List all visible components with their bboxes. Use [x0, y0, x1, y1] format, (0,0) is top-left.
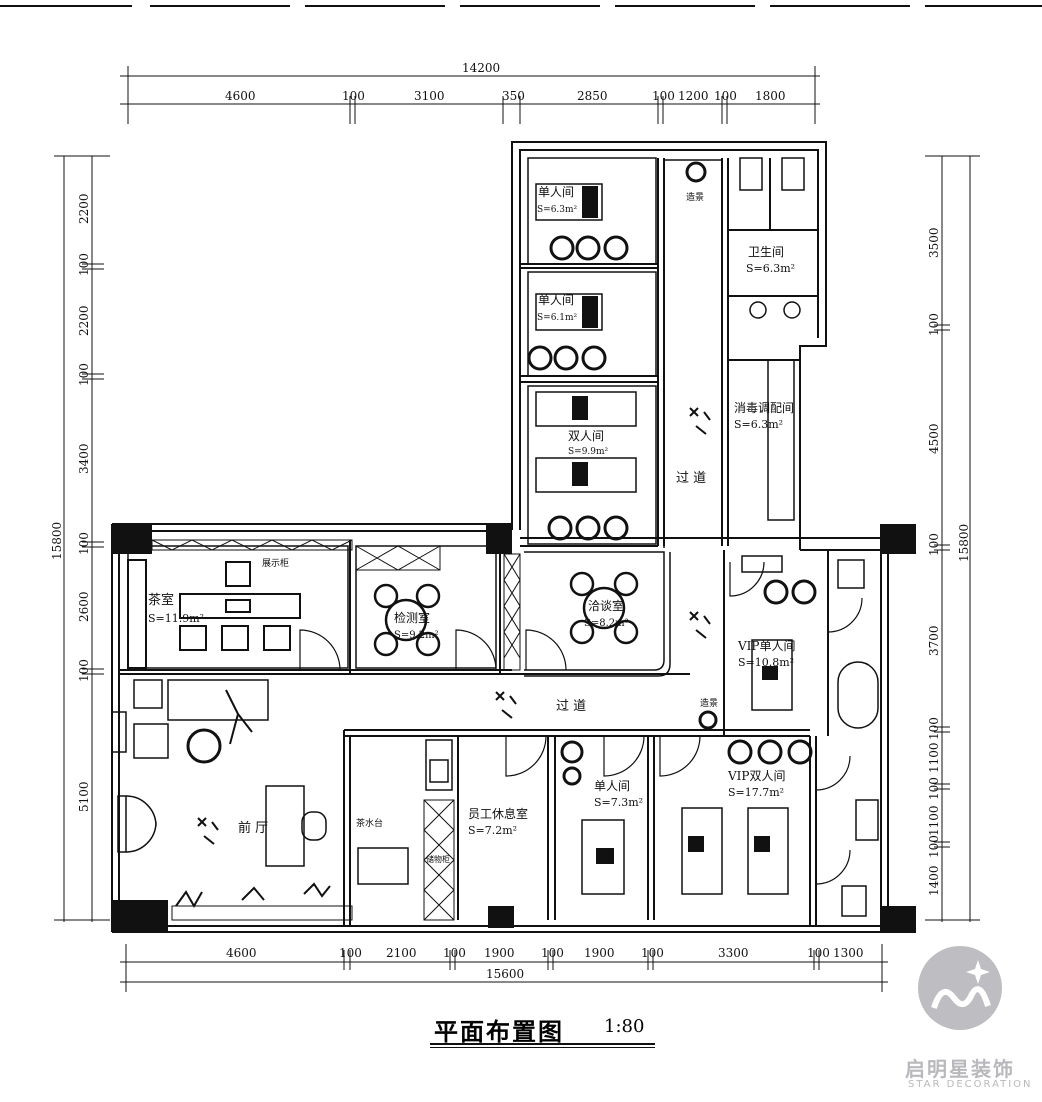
- dim-bottom-seg: 100: [641, 946, 664, 960]
- reception-furniture: [111, 679, 453, 885]
- room-double-name: 双人间: [568, 429, 604, 443]
- drawing-scale: 1:80: [604, 1016, 645, 1037]
- dim-right-seg: 3500: [927, 227, 941, 258]
- title-underline: [430, 1043, 655, 1045]
- room-testing-area: S=9.2m²: [394, 630, 439, 641]
- drawing-title: 平面布置图: [434, 1018, 564, 1046]
- dim-bottom-seg: 3300: [718, 946, 749, 960]
- dim-right-seg: 100: [927, 533, 941, 556]
- dim-top-seg: 1800: [755, 89, 786, 103]
- scenery-label-bottom: 造景: [700, 697, 718, 709]
- dim-right-total: 15800: [957, 524, 971, 562]
- room-disinfect-area: S=6.3m²: [734, 418, 783, 431]
- dimension-texts: 14200 4600 100 3100 350 2850 100 1200 10…: [50, 61, 971, 981]
- room-single2-area: S=6.1m²: [537, 313, 578, 323]
- room-double-area: S=9.9m²: [568, 447, 609, 457]
- dim-top-seg: 1200: [678, 89, 709, 103]
- plant-icons: [175, 407, 711, 909]
- sanitary-fixtures: [739, 157, 879, 917]
- columns: [112, 524, 916, 932]
- dim-bottom-seg: 1900: [584, 946, 615, 960]
- storage-cabinet-label: 储物柜: [426, 854, 450, 864]
- dim-bottom-seg: 100: [443, 946, 466, 960]
- room-vip-single-area: S=10.8m²: [738, 656, 794, 669]
- dim-bottom-seg: 100: [541, 946, 564, 960]
- corridor-horizontal: 过 道: [556, 699, 586, 714]
- dim-top-seg: 2850: [577, 89, 608, 103]
- dim-bottom-seg: 1300: [833, 946, 864, 960]
- dim-right-seg: 1400: [927, 865, 941, 896]
- dim-left-seg: 2200: [77, 193, 91, 224]
- dim-right-seg: 1100: [927, 742, 941, 773]
- dim-right-seg: 3700: [927, 625, 941, 656]
- dim-right-seg: 100: [927, 835, 941, 858]
- room-disinfect-name: 消毒调配间: [734, 401, 794, 415]
- dim-bottom-seg: 2100: [386, 946, 417, 960]
- dim-bottom-seg: 1900: [484, 946, 515, 960]
- dim-top-seg: 100: [652, 89, 675, 103]
- room-single3-name: 单人间: [594, 779, 630, 793]
- dim-left-seg: 100: [77, 659, 91, 682]
- dim-bottom-seg: 4600: [226, 946, 257, 960]
- dim-left-seg: 100: [77, 363, 91, 386]
- dim-right-seg: 100: [927, 777, 941, 800]
- star-logo-icon: [918, 946, 1002, 1030]
- display-cabinet-label: 展示柜: [262, 557, 289, 569]
- room-staff-area: S=7.2m²: [468, 824, 517, 837]
- chairs: [186, 161, 817, 786]
- dim-top-seg: 100: [714, 89, 737, 103]
- room-single2-name: 单人间: [538, 293, 574, 307]
- tearoom-furniture: [127, 559, 301, 669]
- dim-bottom-seg: 100: [807, 946, 830, 960]
- room-single3-area: S=7.3m²: [594, 796, 643, 809]
- dim-left-seg: 5100: [77, 781, 91, 812]
- display-cabinet: [151, 539, 521, 921]
- dim-right-seg: 100: [927, 717, 941, 740]
- room-negotiate-area: S=8.2m²: [584, 618, 629, 629]
- doors: [299, 561, 863, 885]
- room-toilet-area: S=6.3m²: [746, 262, 795, 275]
- dim-top-seg: 4600: [225, 89, 256, 103]
- room-tearoom-area: S=11.9m²: [148, 612, 204, 625]
- brand-name: 启明星装饰: [905, 1057, 1015, 1081]
- dim-bottom-total: 15600: [486, 967, 524, 981]
- room-outlines: [127, 157, 723, 677]
- room-staff-name: 员工休息室: [468, 806, 528, 821]
- dim-left-seg: 100: [77, 253, 91, 276]
- dim-right-seg: 4500: [927, 423, 941, 454]
- meeting-tables: [373, 571, 639, 657]
- dim-left-seg: 2200: [77, 305, 91, 336]
- room-tearoom-name: 茶室: [148, 592, 174, 608]
- dim-top-total: 14200: [462, 61, 500, 75]
- room-vip-single-name: VIP单人间: [737, 639, 795, 653]
- room-labels: 单人间 S=6.3m² 单人间 S=6.1m² 双人间 S=9.9m² 卫生间 …: [148, 185, 795, 864]
- room-single1-name: 单人间: [538, 185, 574, 199]
- tea-counter-label: 茶水台: [356, 817, 383, 829]
- room-vip-double-name: VIP双人间: [727, 769, 785, 783]
- room-negotiate-name: 洽谈室: [588, 598, 624, 613]
- corridor-vertical: 过 道: [676, 471, 706, 486]
- dim-right-seg: 1100: [927, 805, 941, 836]
- room-single1-area: S=6.3m²: [537, 205, 578, 215]
- dim-left-seg: 3400: [77, 443, 91, 474]
- dim-top-seg: 3100: [414, 89, 445, 103]
- dim-top-seg: 350: [502, 89, 525, 103]
- dimension-lines: [54, 66, 980, 992]
- brand-english: STAR DECORATION: [908, 1079, 1033, 1090]
- dim-left-seg: 100: [77, 532, 91, 555]
- room-toilet-name: 卫生间: [748, 245, 784, 259]
- room-vip-double-area: S=17.7m²: [728, 786, 784, 799]
- scenery-label-top: 造景: [686, 191, 704, 203]
- dim-top-seg: 100: [342, 89, 365, 103]
- dim-left-total: 15800: [50, 522, 64, 560]
- dim-bottom-seg: 100: [339, 946, 362, 960]
- dim-right-seg: 100: [927, 313, 941, 336]
- room-reception-name: 前 厅: [238, 820, 268, 836]
- bed-headrests: [572, 186, 778, 864]
- title-underline-thin: [430, 1047, 655, 1048]
- dim-left-seg: 2600: [77, 591, 91, 622]
- room-testing-name: 检测室: [394, 610, 430, 625]
